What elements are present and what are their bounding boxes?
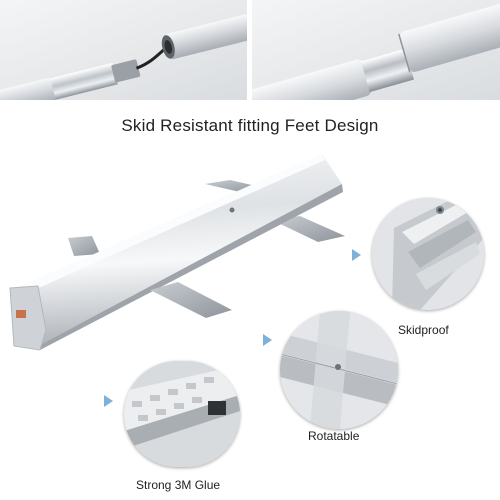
pointer-arrow-icon [352,249,361,261]
skidproof-label: Skidproof [398,323,449,337]
foot-back-left [68,236,100,256]
rotatable-detail-photo [280,311,398,429]
pole-joint-photo-left [0,0,247,100]
banner-base-illustration [9,154,345,351]
end-cap-knob-icon [16,310,26,318]
headline: Skid Resistant fitting Feet Design [121,116,379,135]
pointer-arrow-icon [104,395,113,407]
glue-detail-photo [124,361,240,467]
foot-front-left [150,282,232,318]
skidproof-detail-photo [372,198,484,310]
pointer-arrow-icon [263,334,272,346]
glue-label: Strong 3M Glue [136,478,221,492]
foot-front-right [272,216,345,242]
pole-joint-photo-right [252,0,500,100]
rotatable-label: Rotatable [308,429,360,443]
